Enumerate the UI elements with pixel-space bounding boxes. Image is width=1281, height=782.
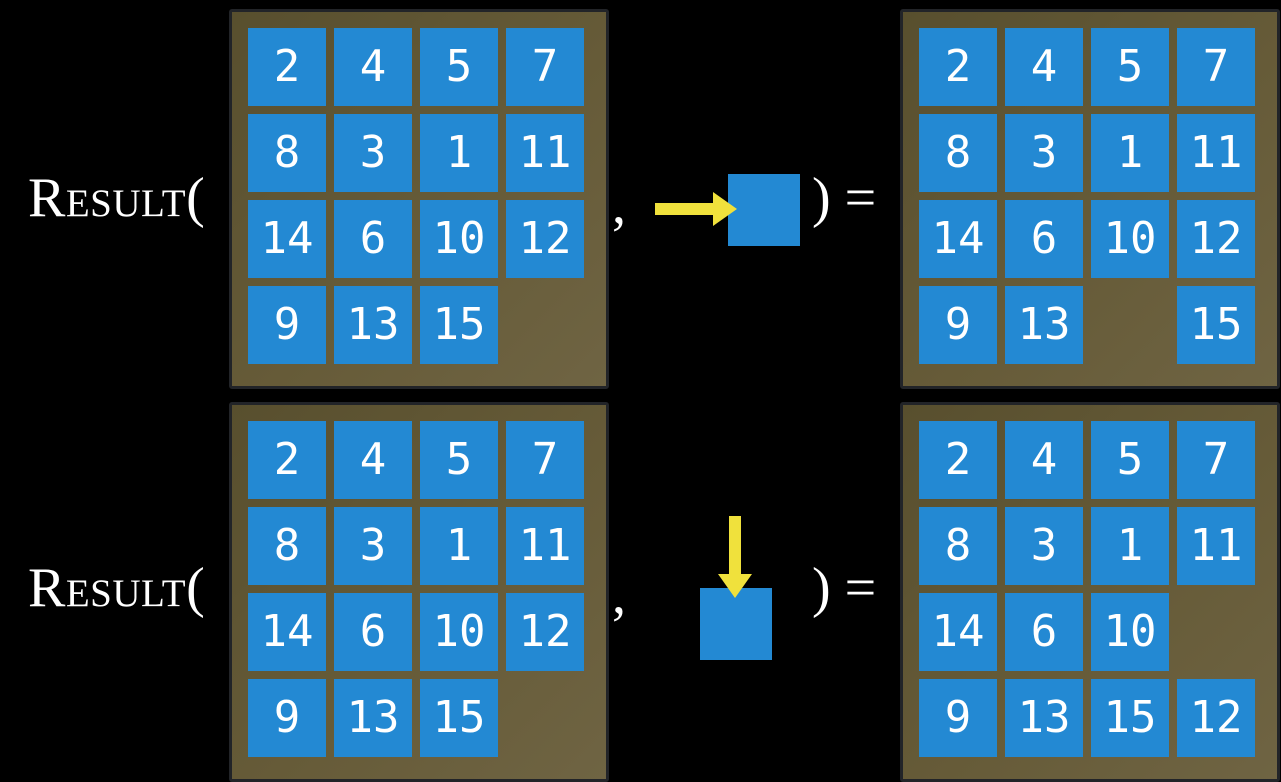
board-cell: 10 <box>1091 200 1169 278</box>
board-cell: 12 <box>506 200 584 278</box>
board-cell: 9 <box>248 679 326 757</box>
board-cell: 10 <box>1091 593 1169 671</box>
board-cell: 14 <box>248 200 326 278</box>
board-cell: 11 <box>1177 114 1255 192</box>
board-cell: 4 <box>1005 28 1083 106</box>
tile-grid: 2 4 5 7 8 3 1 11 14 6 10 12 9 13 15 <box>248 421 606 757</box>
tile-grid: 2 4 5 7 8 3 1 11 14 6 10 12 9 13 15 <box>919 28 1277 364</box>
board-cell: 11 <box>506 114 584 192</box>
board-cell: 6 <box>1005 593 1083 671</box>
board-cell: 7 <box>1177 28 1255 106</box>
board-cell: 7 <box>506 421 584 499</box>
board-cell: 1 <box>1091 114 1169 192</box>
comma-separator: , <box>612 174 626 236</box>
board-cell: 1 <box>1091 507 1169 585</box>
board-cell: 1 <box>420 507 498 585</box>
board-cell: 3 <box>334 114 412 192</box>
board-cell: 9 <box>919 679 997 757</box>
board-cell: 2 <box>248 421 326 499</box>
board-cell: 14 <box>919 200 997 278</box>
board-cell: 11 <box>506 507 584 585</box>
board-cell: 5 <box>1091 28 1169 106</box>
close-paren-equals: ) = <box>812 167 877 229</box>
board-cell: 13 <box>1005 679 1083 757</box>
board-cell: 10 <box>420 593 498 671</box>
board-cell: 15 <box>1091 679 1169 757</box>
board-cell: 13 <box>334 286 412 364</box>
board-cell: 12 <box>506 593 584 671</box>
board-cell: 8 <box>919 507 997 585</box>
board-cell: 4 <box>1005 421 1083 499</box>
action-tile <box>728 174 800 246</box>
board-cell: 15 <box>1177 286 1255 364</box>
board-cell: 7 <box>506 28 584 106</box>
board-cell: 2 <box>919 28 997 106</box>
board-cell: 4 <box>334 421 412 499</box>
comma-separator: , <box>612 564 626 626</box>
board-cell: 3 <box>1005 507 1083 585</box>
puzzle-board-input-1: 2 4 5 7 8 3 1 11 14 6 10 12 9 13 15 <box>229 9 609 389</box>
board-cell: 2 <box>919 421 997 499</box>
puzzle-board-input-2: 2 4 5 7 8 3 1 11 14 6 10 12 9 13 15 <box>229 402 609 782</box>
board-cell: 1 <box>420 114 498 192</box>
board-cell: 8 <box>248 114 326 192</box>
open-paren: ( <box>186 557 206 619</box>
board-cell: 15 <box>420 286 498 364</box>
board-cell: 12 <box>1177 679 1255 757</box>
board-cell: 11 <box>1177 507 1255 585</box>
board-cell: 12 <box>1177 200 1255 278</box>
board-cell <box>506 679 584 757</box>
board-cell <box>1091 286 1169 364</box>
board-cell: 6 <box>334 200 412 278</box>
board-cell: 8 <box>248 507 326 585</box>
board-cell: 14 <box>248 593 326 671</box>
board-cell: 9 <box>248 286 326 364</box>
board-cell: 13 <box>334 679 412 757</box>
right-arrow-icon <box>655 192 737 226</box>
board-cell: 10 <box>420 200 498 278</box>
board-cell: 13 <box>1005 286 1083 364</box>
board-cell: 6 <box>334 593 412 671</box>
board-cell <box>506 286 584 364</box>
down-arrow-icon <box>718 516 752 598</box>
board-cell: 15 <box>420 679 498 757</box>
board-cell <box>1177 593 1255 671</box>
board-cell: 5 <box>1091 421 1169 499</box>
function-label: Result( <box>28 170 205 226</box>
tile-grid: 2 4 5 7 8 3 1 11 14 6 10 9 13 15 12 <box>919 421 1277 757</box>
board-cell: 5 <box>420 421 498 499</box>
board-cell: 5 <box>420 28 498 106</box>
puzzle-board-output-1: 2 4 5 7 8 3 1 11 14 6 10 12 9 13 15 <box>900 9 1280 389</box>
function-name: Result <box>28 167 187 229</box>
function-label: Result( <box>28 560 205 616</box>
board-cell: 14 <box>919 593 997 671</box>
function-name: Result <box>28 557 187 619</box>
puzzle-board-output-2: 2 4 5 7 8 3 1 11 14 6 10 9 13 15 12 <box>900 402 1280 782</box>
board-cell: 4 <box>334 28 412 106</box>
open-paren: ( <box>186 167 206 229</box>
board-cell: 7 <box>1177 421 1255 499</box>
board-cell: 8 <box>919 114 997 192</box>
tile-grid: 2 4 5 7 8 3 1 11 14 6 10 12 9 13 15 <box>248 28 606 364</box>
board-cell: 2 <box>248 28 326 106</box>
board-cell: 3 <box>1005 114 1083 192</box>
close-paren-equals: ) = <box>812 557 877 619</box>
board-cell: 3 <box>334 507 412 585</box>
action-tile <box>700 588 772 660</box>
board-cell: 6 <box>1005 200 1083 278</box>
board-cell: 9 <box>919 286 997 364</box>
